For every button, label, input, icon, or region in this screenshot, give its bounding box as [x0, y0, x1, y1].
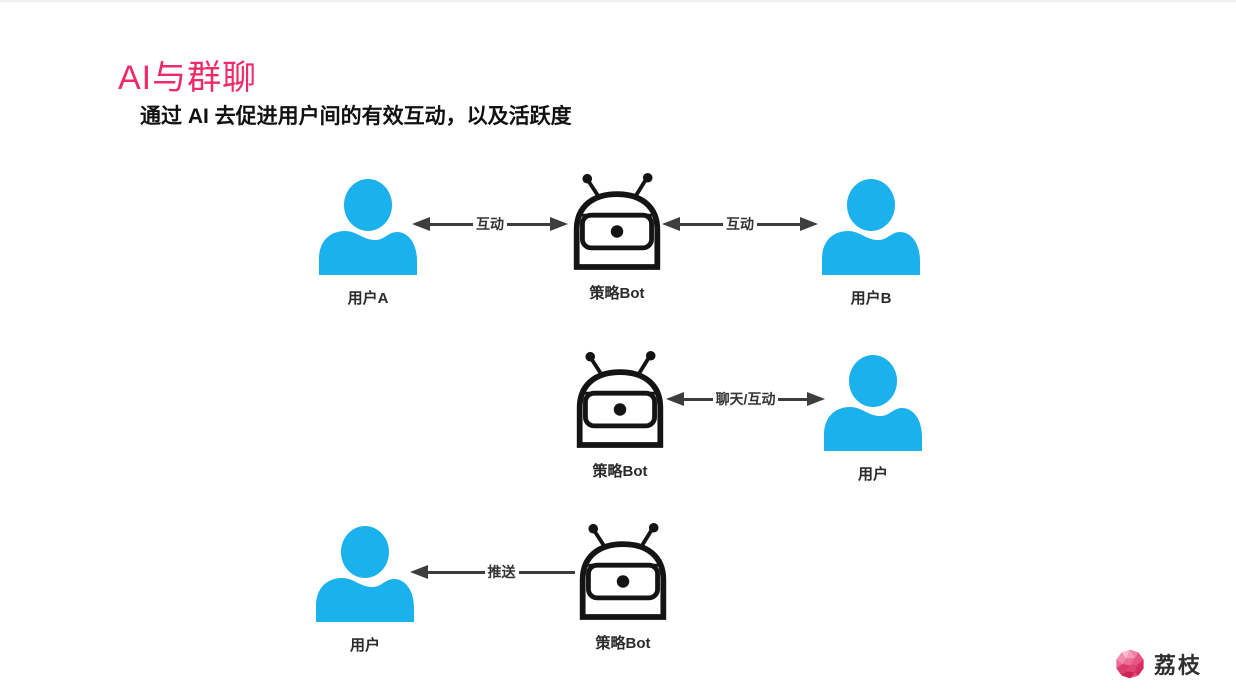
node-label: 用户A: [347, 290, 389, 307]
page-title: AI与群聊: [118, 59, 258, 97]
node-user-b: 用户B: [811, 179, 931, 308]
node-label: 用户B: [850, 290, 892, 307]
arrow-usera-bot: 互动: [412, 215, 568, 233]
robot-icon: [575, 520, 671, 620]
node-label: 策略Bot: [589, 285, 645, 302]
node-bot-3: 策略Bot: [563, 520, 683, 653]
arrow-bot-push-user: 推送: [410, 563, 575, 581]
arrow-label: 互动: [476, 216, 504, 232]
arrowhead-left-icon: [410, 565, 428, 579]
arrow-bot-userb: 互动: [662, 215, 818, 233]
node-label: 策略Bot: [592, 463, 648, 480]
node-label: 用户: [857, 466, 888, 483]
node-user-a: 用户A: [308, 179, 428, 308]
node-bot-1: 策略Bot: [557, 170, 677, 303]
arrowhead-right-icon: [550, 217, 568, 231]
node-user-3: 用户: [305, 526, 425, 655]
page-subtitle: 通过 AI 去促进用户间的有效互动，以及活跃度: [140, 105, 572, 128]
arrowhead-right-icon: [807, 392, 826, 406]
arrowhead-right-icon: [800, 217, 818, 231]
node-user-2: 用户: [813, 355, 933, 484]
arrowhead-left-icon: [412, 217, 430, 231]
arrow-label: 聊天/互动: [715, 391, 776, 407]
node-label: 策略Bot: [595, 635, 651, 652]
arrowhead-left-icon: [662, 217, 680, 231]
node-bot-2: 策略Bot: [560, 348, 680, 481]
robot-icon: [569, 170, 665, 270]
logo-text: 荔枝: [1154, 653, 1203, 678]
user-icon: [821, 179, 921, 275]
arrowhead-left-icon: [666, 392, 684, 406]
node-label: 用户: [349, 637, 380, 654]
lizhi-logo: 荔枝: [1115, 648, 1202, 680]
user-icon: [315, 526, 415, 622]
arrow-label: 互动: [726, 216, 754, 232]
arrow-label: 推送: [487, 564, 516, 580]
arrow-bot-user-chat: 聊天/互动: [666, 390, 826, 408]
robot-icon: [572, 348, 668, 448]
lychee-ball-icon: [1115, 649, 1145, 679]
user-icon: [823, 355, 923, 451]
user-icon: [318, 179, 418, 275]
